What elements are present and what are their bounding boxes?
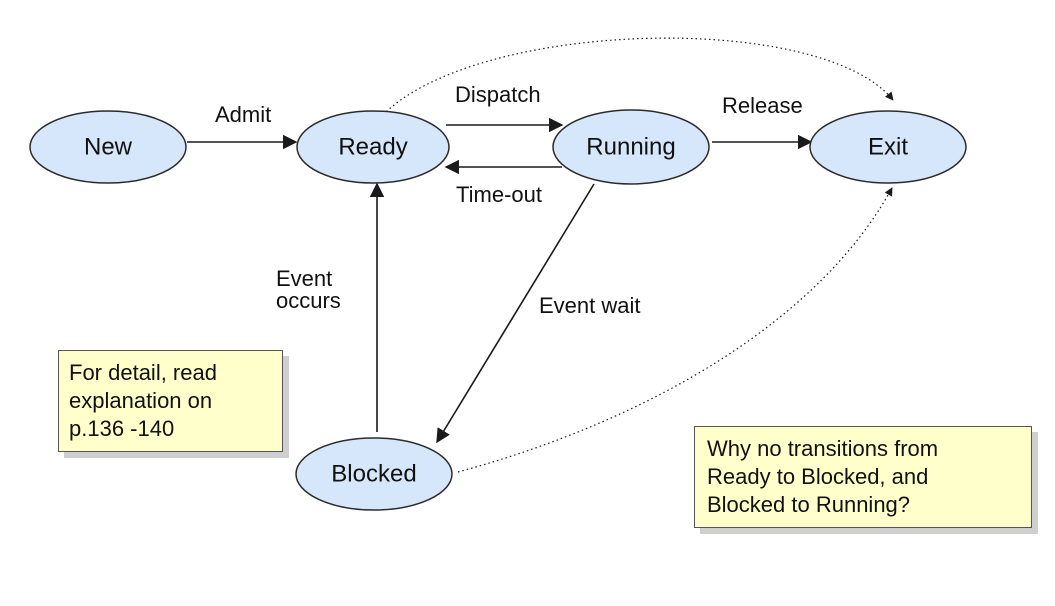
event-occurs-label-line1: Event: [276, 266, 332, 291]
release-label: Release: [722, 93, 803, 118]
timeout-label: Time-out: [456, 182, 542, 207]
state-exit-label: Exit: [868, 133, 908, 160]
state-ready: Ready: [296, 110, 450, 184]
detail-note: For detail, read explanation on p.136 -1…: [58, 350, 283, 452]
admit-label: Admit: [215, 102, 271, 127]
state-running-label: Running: [586, 133, 675, 160]
state-exit: Exit: [809, 110, 967, 184]
state-blocked: Blocked: [295, 437, 453, 511]
event-wait-arrow: [436, 183, 595, 444]
dotted-ready-to-exit: [379, 37, 894, 119]
state-new-label: New: [84, 133, 133, 160]
state-blocked-label: Blocked: [331, 460, 416, 487]
event-wait-label: Event wait: [539, 293, 641, 318]
dispatch-label: Dispatch: [455, 82, 541, 107]
state-running: Running: [552, 109, 710, 185]
dotted-blocked-to-exit: [457, 187, 893, 473]
state-ready-label: Ready: [338, 133, 407, 160]
event-occurs-label-line2: occurs: [276, 288, 341, 313]
question-note: Why no transitions from Ready to Blocked…: [694, 426, 1032, 528]
state-new: New: [29, 110, 187, 184]
